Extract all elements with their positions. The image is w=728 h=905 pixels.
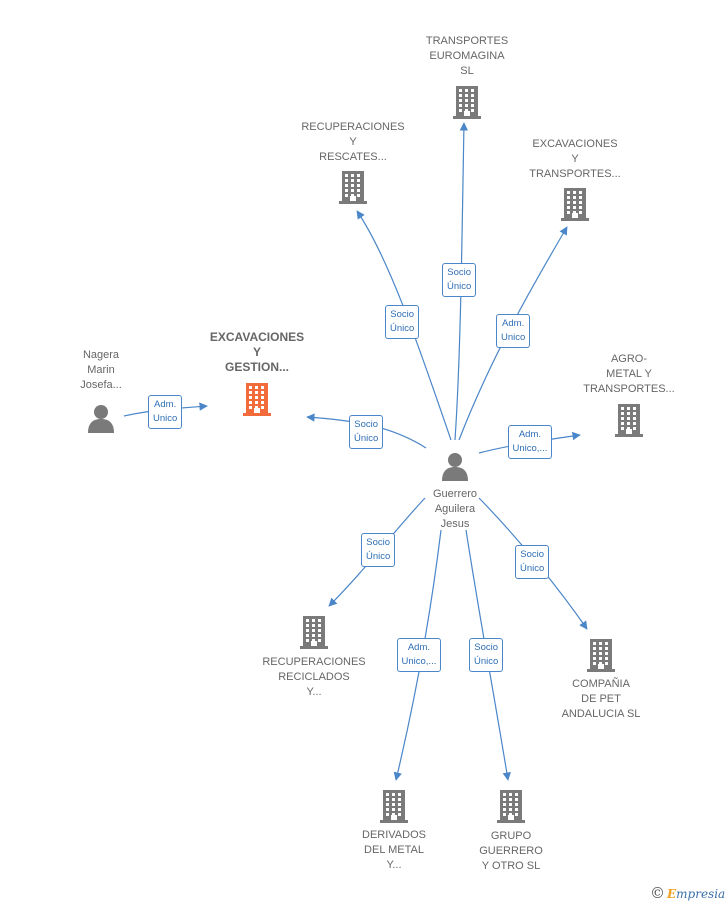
label-line: COMPAÑIA [572, 678, 630, 690]
building-icon[interactable] [586, 637, 616, 678]
node-label-recuperaciones-rescates[interactable]: RECUPERACIONES Y RESCATES... [278, 120, 428, 165]
badge-line: Adm. [407, 642, 431, 653]
badge-line: Único [474, 656, 499, 667]
label-line: Y... [386, 859, 402, 871]
label-line: SL [460, 65, 474, 77]
label-line: Y [571, 153, 579, 165]
empresia-logo[interactable]: ©Empresia [650, 884, 726, 902]
node-label-transportes-euromagina[interactable]: TRANSPORTES EUROMAGINA SL [392, 34, 542, 79]
label-line: TRANSPORTES [425, 35, 509, 47]
label-line: GUERRERO [479, 845, 543, 857]
edge-role-badge[interactable]: Adm. Unico [496, 314, 531, 348]
label-line: DERIVADOS [362, 829, 426, 841]
label-line: Y [349, 136, 357, 148]
node-label-compania-pet[interactable]: COMPAÑIA DE PET ANDALUCIA SL [526, 677, 676, 722]
badge-line: Socio [520, 549, 545, 560]
badge-line: Adm. [518, 429, 542, 440]
label-line: Josefa... [80, 379, 122, 391]
label-line: Y... [306, 686, 322, 698]
badge-line: Único [520, 563, 545, 574]
badge-line: Socio [354, 419, 379, 430]
building-icon[interactable] [614, 402, 644, 443]
building-icon[interactable] [452, 84, 482, 125]
badge-line: Socio [447, 267, 472, 278]
label-line: EUROMAGINA [429, 50, 505, 62]
node-label-grupo-guerrero[interactable]: GRUPO GUERRERO Y OTRO SL [436, 829, 586, 874]
label-line: TRANSPORTES... [529, 168, 621, 180]
label-line: GESTION... [224, 360, 289, 374]
label-line: Aguilera [434, 503, 476, 515]
label-line: RECICLADOS [278, 671, 350, 683]
node-label-recuperaciones-reciclados[interactable]: RECUPERACIONES RECICLADOS Y... [239, 655, 389, 700]
badge-line: Unico [153, 413, 178, 424]
label-line: ANDALUCIA SL [561, 708, 641, 720]
badge-line: Socio [366, 537, 391, 548]
label-line: EXCAVACIONES [532, 138, 618, 150]
badge-line: Socio [390, 309, 415, 320]
label-line: GRUPO [490, 830, 532, 842]
label-line: DE PET [581, 693, 621, 705]
person-icon[interactable] [440, 451, 470, 486]
building-icon[interactable] [379, 788, 409, 829]
badge-line: Unico,... [401, 656, 437, 667]
edge-role-badge[interactable]: Adm. Unico [148, 395, 183, 429]
label-line: Y [252, 345, 261, 359]
badge-line: Socio [474, 642, 499, 653]
edge-role-badge[interactable]: Adm. Unico,... [507, 425, 553, 459]
building-icon[interactable] [299, 614, 329, 655]
label-line: Nagera [82, 349, 120, 361]
badge-line: Único [390, 323, 415, 334]
building-icon[interactable] [242, 381, 272, 422]
badge-line: Único [447, 281, 472, 292]
copyright-icon: © [650, 884, 665, 902]
building-icon[interactable] [338, 169, 368, 210]
badge-line: Único [354, 433, 379, 444]
label-line: AGRO- [610, 353, 648, 365]
label-line: TRANSPORTES... [583, 383, 675, 395]
label-line: Y OTRO SL [481, 860, 541, 872]
label-line: EXCAVACIONES [209, 330, 305, 344]
node-label-agro-metal[interactable]: AGRO- METAL Y TRANSPORTES... [554, 352, 704, 397]
label-line: RESCATES... [319, 151, 387, 163]
label-line: METAL Y [606, 368, 652, 380]
badge-line: Unico,... [512, 443, 548, 454]
badge-line: Unico [501, 332, 526, 343]
label-line: Guerrero [432, 488, 478, 500]
label-line: RECUPERACIONES [262, 656, 366, 668]
label-line: Marin [87, 364, 115, 376]
building-icon[interactable] [496, 788, 526, 829]
person-icon[interactable] [86, 403, 116, 438]
edge-role-badge[interactable]: Adm. Unico,... [396, 638, 442, 672]
badge-line: Adm. [502, 318, 525, 329]
building-icon[interactable] [560, 186, 590, 227]
node-label-excavaciones-transportes[interactable]: EXCAVACIONES Y TRANSPORTES... [500, 137, 650, 182]
badge-line: Único [366, 551, 391, 562]
label-line: RECUPERACIONES [301, 121, 405, 133]
label-line: Jesus [440, 518, 470, 530]
label-line: DEL METAL [364, 844, 424, 856]
badge-line: Adm. [154, 399, 177, 410]
node-label-derivados-metal[interactable]: DERIVADOS DEL METAL Y... [319, 828, 469, 873]
